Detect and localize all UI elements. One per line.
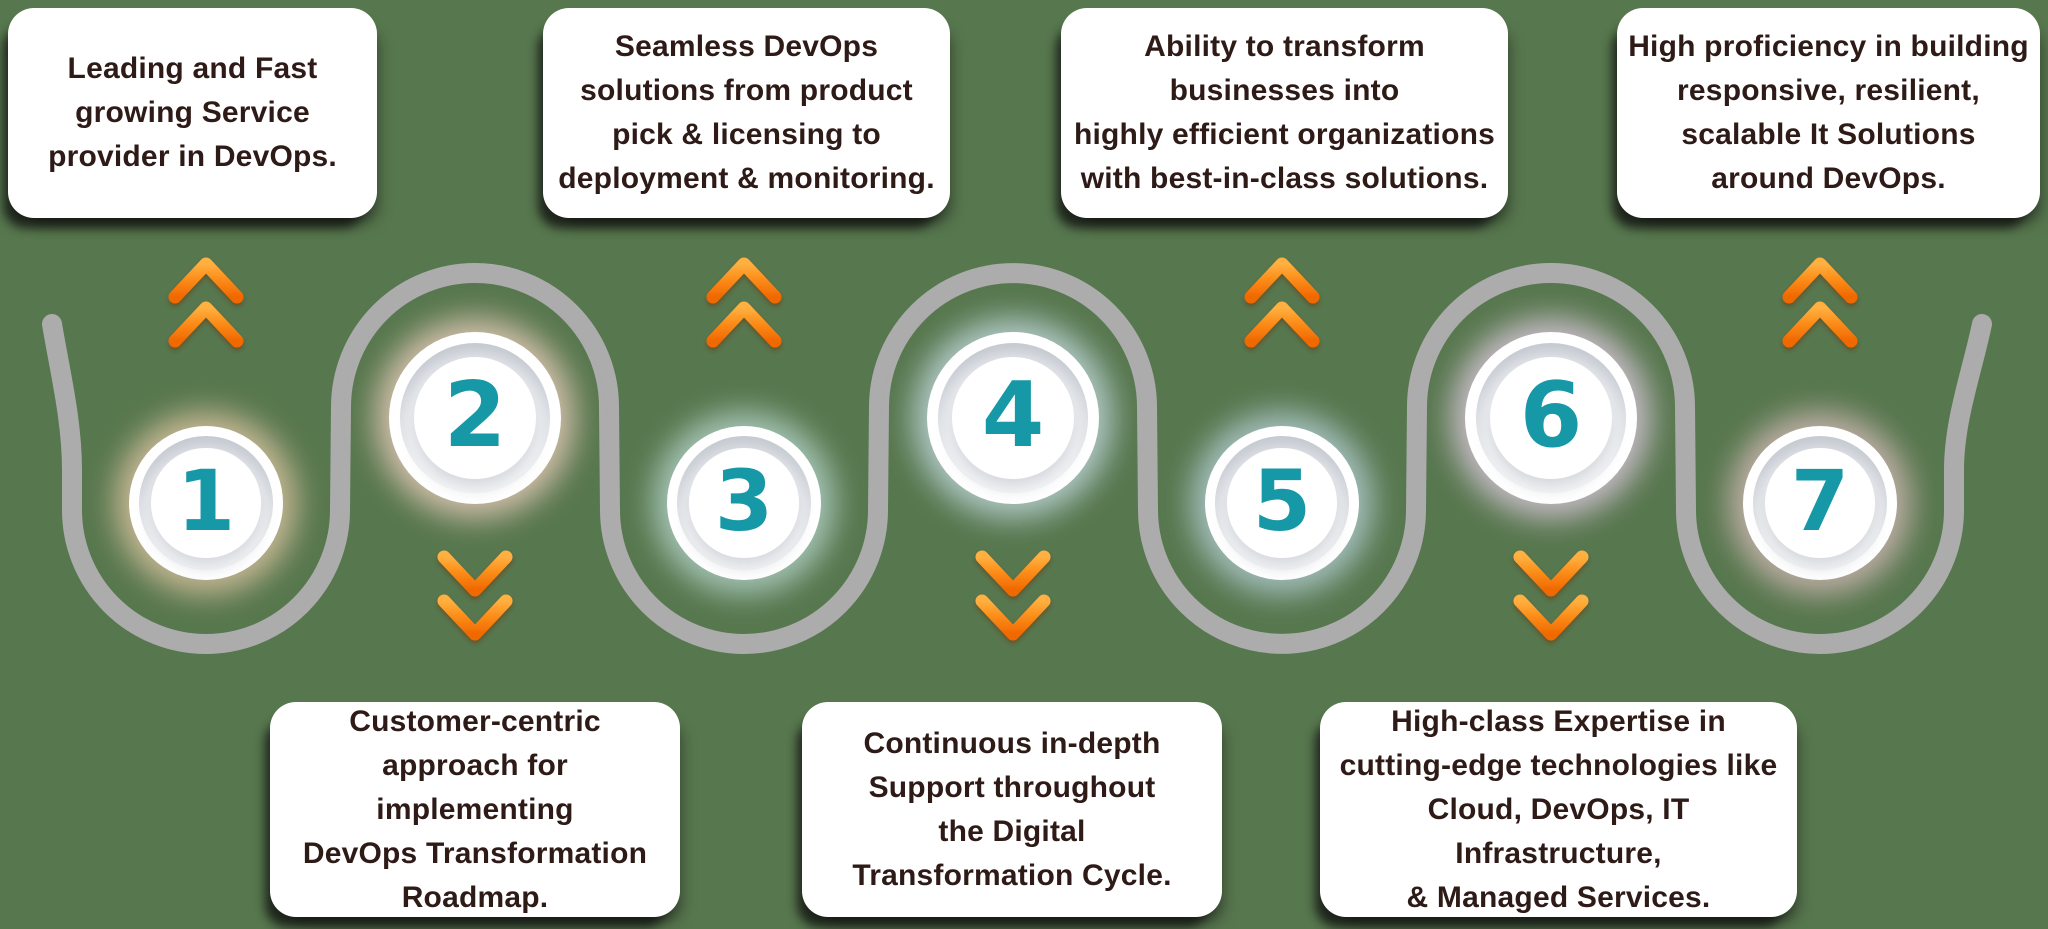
step-circle-1: 1: [129, 426, 283, 580]
step-card-6-text: High-class Expertise in cutting-edge tec…: [1339, 704, 1778, 914]
step-number-3: 3: [714, 452, 774, 550]
step-circle-2-plate: 2: [413, 356, 537, 480]
step-card-2-text: Customer-centric approach for implementi…: [302, 704, 648, 914]
step-number-4: 4: [981, 363, 1045, 468]
step-circle-3-plate: 3: [689, 448, 799, 558]
step-card-2: Customer-centric approach for implementi…: [270, 702, 680, 917]
step-circle-4: 4: [927, 332, 1099, 504]
down-chevrons-step-4: [982, 557, 1044, 634]
step-circle-5: 5: [1205, 426, 1359, 580]
step-card-7: High proficiency in building responsive,…: [1617, 8, 2040, 218]
down-chevrons-step-2: [444, 557, 506, 634]
step-circle-6: 6: [1465, 332, 1637, 504]
step-circle-7: 7: [1743, 426, 1897, 580]
step-circle-3: 3: [667, 426, 821, 580]
step-card-4-text: Continuous in-depth Support throughout t…: [852, 726, 1172, 892]
step-card-1: Leading and Fast growing Service provide…: [8, 8, 377, 218]
up-chevrons-step-5: [1251, 264, 1313, 341]
step-circle-5-plate: 5: [1227, 448, 1337, 558]
step-circle-2: 2: [389, 332, 561, 504]
step-card-5-text: Ability to transform businesses into hig…: [1073, 30, 1496, 195]
step-card-7-text: High proficiency in building responsive,…: [1628, 30, 2029, 195]
step-number-7: 7: [1790, 452, 1850, 550]
step-circle-6-plate: 6: [1489, 356, 1613, 480]
serpentine-path: [42, 263, 1992, 654]
down-chevrons-step-6: [1520, 557, 1582, 634]
step-card-1-text: Leading and Fast growing Service provide…: [48, 52, 337, 173]
step-circle-1-plate: 1: [151, 448, 261, 558]
step-number-6: 6: [1519, 363, 1583, 468]
step-number-2: 2: [443, 363, 507, 468]
step-card-4: Continuous in-depth Support throughout t…: [802, 702, 1222, 917]
step-number-1: 1: [176, 452, 236, 550]
up-chevrons-step-3: [713, 264, 775, 341]
step-card-5: Ability to transform businesses into hig…: [1061, 8, 1508, 218]
step-card-3: Seamless DevOps solutions from product p…: [543, 8, 950, 218]
step-number-5: 5: [1252, 452, 1312, 550]
step-card-6: High-class Expertise in cutting-edge tec…: [1320, 702, 1797, 917]
step-circle-7-plate: 7: [1765, 448, 1875, 558]
step-card-3-text: Seamless DevOps solutions from product p…: [558, 30, 935, 195]
up-chevrons-step-7: [1789, 264, 1851, 341]
up-chevrons-step-1: [175, 264, 237, 341]
step-circle-4-plate: 4: [951, 356, 1075, 480]
